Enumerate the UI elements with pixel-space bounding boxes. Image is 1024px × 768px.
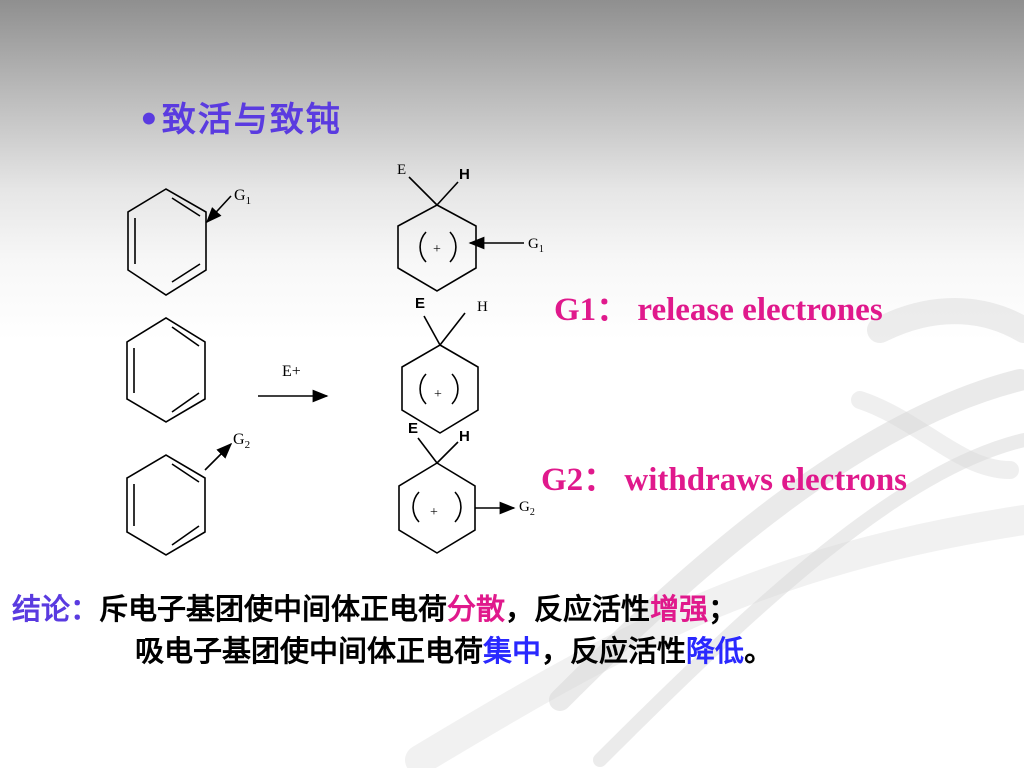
conclusion-text-2a: 吸电子基团使中间体正电荷 (135, 634, 484, 668)
conclusion-text-2c: ，反应活性 (541, 634, 687, 668)
plus-label-2: + (434, 387, 442, 402)
h-label-2: H (477, 299, 488, 315)
conclusion-label: 结论： (12, 592, 100, 626)
conclusion-line-2: 吸电子基团使中间体正电荷集中，反应活性降低。 (12, 630, 773, 672)
conclusion-highlight-reduce: 降低 (686, 634, 745, 668)
g2-arrow (204, 442, 233, 471)
benzene-ring-g2 (126, 442, 233, 556)
conclusion-highlight-concentrate: 集中 (483, 634, 542, 668)
g1-note: G1： release electrones (554, 292, 883, 328)
plus-label-3: + (430, 505, 438, 520)
g2-note: G2： withdraws electrons (541, 462, 908, 498)
benzene-ring-g1 (127, 188, 232, 296)
g2-label: G2 (233, 431, 250, 451)
intermediate-plain (401, 312, 479, 434)
conclusion-highlight-enhance: 增强 (650, 592, 709, 626)
benzene-ring-plain (126, 317, 206, 423)
slide-title: •致活与致钝 (138, 100, 342, 140)
g1-label-intermediate: G1 (528, 236, 544, 255)
conclusion-text-1e: ； (708, 592, 738, 626)
reagent-label: E+ (282, 363, 301, 380)
conclusion-line-1: 结论：斥电子基团使中间体正电荷分散，反应活性增强； (12, 588, 773, 630)
e-label-3: E (408, 420, 418, 437)
plus-label-1: + (433, 242, 441, 257)
h-label-1: H (459, 166, 470, 183)
conclusion-text-1c: ，反应活性 (505, 592, 651, 626)
conclusion-highlight-disperse: 分散 (447, 592, 506, 626)
g1-label: G1 (234, 187, 251, 207)
conclusion-text-2e: 。 (744, 634, 774, 668)
intermediate-g2 (398, 437, 516, 554)
e-label-1: E (397, 162, 406, 178)
g2-label-intermediate: G2 (519, 499, 535, 518)
conclusion-text-1a: 斥电子基团使中间体正电荷 (99, 592, 448, 626)
g1-arrow (205, 195, 232, 224)
e-label-2: E (415, 295, 425, 312)
intermediate-g1 (397, 176, 524, 292)
h-label-3: H (459, 428, 470, 445)
conclusion: 结论：斥电子基团使中间体正电荷分散，反应活性增强； 吸电子基团使中间体正电荷集中… (12, 588, 773, 672)
